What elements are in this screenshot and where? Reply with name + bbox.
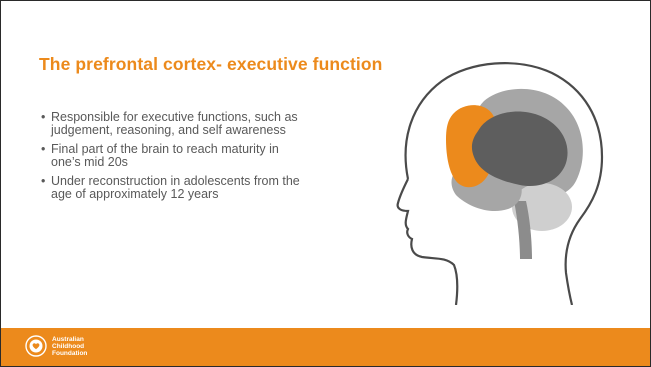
foundation-logo: Australian Childhood Foundation: [25, 335, 87, 357]
bullet-text: Responsible for executive functions, suc…: [51, 110, 298, 137]
bullet-text: Final part of the brain to reach maturit…: [51, 142, 279, 169]
brain-core: [471, 111, 568, 187]
bullet-item: • Under reconstruction in adolescents fr…: [41, 175, 306, 201]
bullet-item: • Responsible for executive functions, s…: [41, 111, 306, 137]
bullet-marker: •: [41, 174, 46, 188]
logo-line: Australian: [52, 335, 84, 343]
logo-line: Foundation: [52, 349, 88, 357]
head-brain-illustration: [396, 62, 604, 305]
logo-wordmark: Australian Childhood Foundation: [52, 336, 87, 357]
slide-title: The prefrontal cortex- executive functio…: [39, 54, 383, 74]
footer-bar: Australian Childhood Foundation: [1, 328, 650, 366]
logo-line: Childhood: [52, 342, 85, 350]
bullet-list: • Responsible for executive functions, s…: [41, 111, 306, 207]
bullet-item: • Final part of the brain to reach matur…: [41, 143, 306, 169]
bullet-marker: •: [41, 110, 46, 124]
head-outline: [404, 62, 604, 305]
brain-stem: [514, 201, 532, 259]
heart-badge-icon: [25, 335, 47, 357]
face-profile: [396, 178, 459, 305]
bullet-text: Under reconstruction in adolescents from…: [51, 174, 300, 201]
bullet-marker: •: [41, 142, 46, 156]
